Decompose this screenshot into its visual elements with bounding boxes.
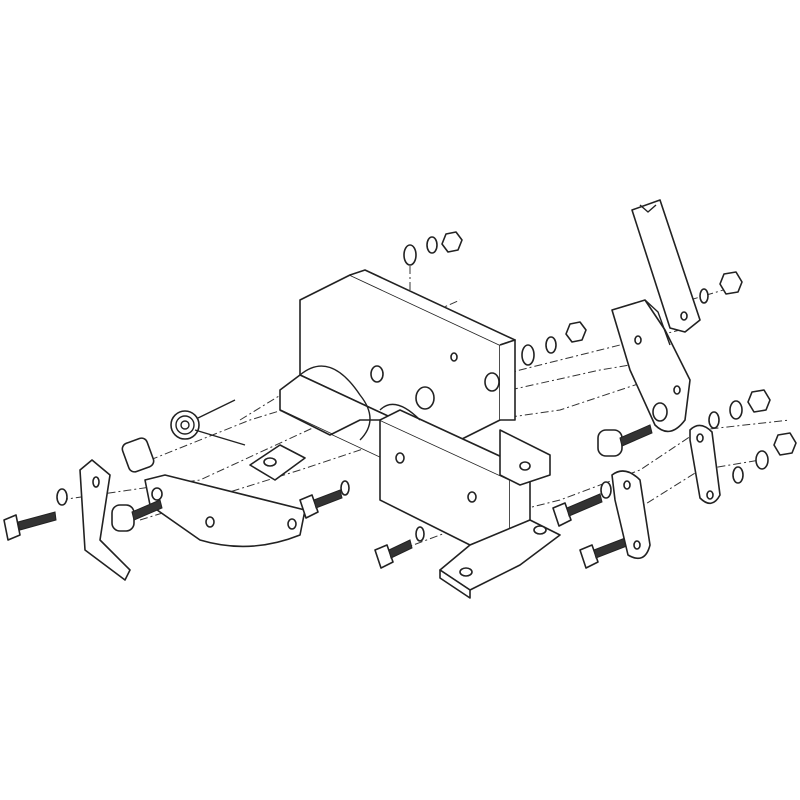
bolt-link-upper	[552, 493, 603, 527]
main-frame	[249, 269, 561, 599]
washer	[415, 526, 425, 542]
nut	[565, 321, 587, 343]
lower-blade	[144, 474, 306, 548]
upper-blade-arm	[611, 299, 691, 433]
washer	[403, 244, 417, 266]
handle-lever	[631, 199, 701, 333]
shoulder-bolt-blade	[111, 499, 163, 532]
bolt-link-lower	[579, 537, 628, 569]
nut	[747, 389, 771, 413]
washer	[521, 344, 535, 366]
nut	[773, 432, 797, 456]
nut	[441, 231, 463, 253]
washers-and-nuts	[56, 231, 797, 542]
bolt-left	[3, 511, 57, 541]
guard-bracket	[79, 459, 131, 581]
washer	[708, 411, 720, 429]
spacer-sleeve	[121, 437, 155, 473]
washer	[56, 488, 68, 506]
link-plate-front	[611, 470, 651, 560]
washer	[340, 480, 350, 496]
washer	[755, 450, 769, 470]
nut	[719, 271, 743, 295]
washer	[699, 288, 709, 304]
bolt-frame	[299, 489, 343, 519]
washer	[600, 481, 612, 499]
link-plate-rear	[689, 424, 721, 505]
washer	[729, 400, 743, 420]
washer	[732, 466, 744, 484]
washer	[545, 336, 557, 354]
bolt-base	[374, 539, 413, 569]
torsion-spring	[170, 399, 246, 446]
washer	[426, 236, 438, 254]
shoulder-bolt-lever	[597, 424, 653, 457]
